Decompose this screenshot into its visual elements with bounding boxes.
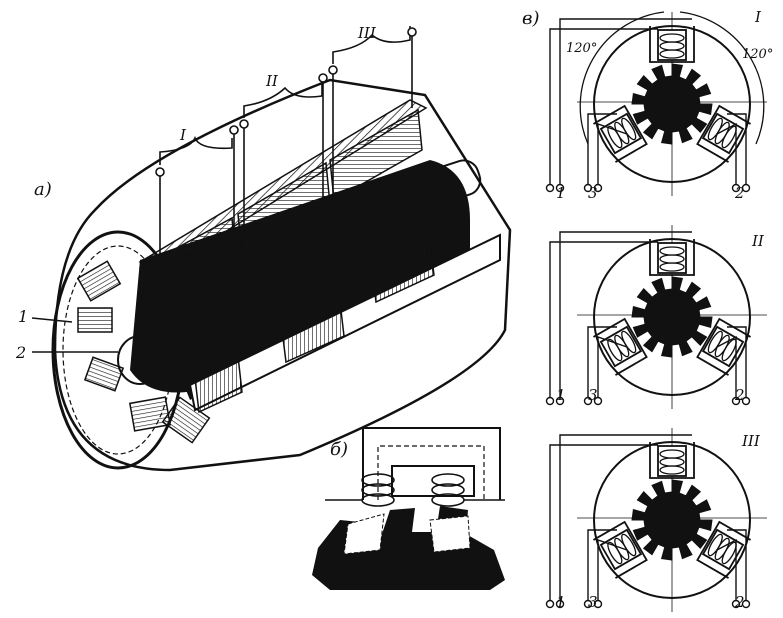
panel-3-roman: III — [741, 432, 761, 450]
switching-panels — [545, 11, 767, 612]
panel-3-terminal-1: 1 — [556, 593, 566, 611]
angle-right: 120° — [742, 47, 773, 62]
part-b-label: б) — [330, 439, 348, 460]
panel-1-roman: I — [754, 8, 762, 26]
motor-cutaway — [31, 26, 512, 472]
panel-1-terminal-2: 2 — [734, 184, 745, 202]
panel-2-terminal-1: 1 — [556, 386, 566, 404]
panel-1-terminal-1: 1 — [556, 184, 566, 202]
part-v-label: в) — [522, 8, 540, 29]
panel-1-terminal-3: 3 — [588, 184, 598, 202]
section-label-1: I — [179, 126, 187, 144]
pole-detail — [312, 427, 505, 590]
switching-panel — [545, 225, 767, 409]
callout-2: 2 — [15, 343, 26, 362]
panel-2-terminal-3: 3 — [588, 386, 598, 404]
section-label-3: III — [357, 24, 377, 42]
panel-3-terminal-2: 2 — [734, 593, 745, 611]
switching-panel — [545, 428, 767, 612]
switching-panel — [545, 11, 767, 196]
panel-2-roman: II — [751, 232, 765, 250]
callout-1: 1 — [18, 307, 28, 326]
panel-3-terminal-3: 3 — [588, 593, 598, 611]
section-label-2: II — [265, 72, 279, 90]
part-a-label: а) — [34, 179, 52, 200]
panel-2-terminal-2: 2 — [734, 386, 745, 404]
angle-left: 120° — [566, 41, 597, 56]
